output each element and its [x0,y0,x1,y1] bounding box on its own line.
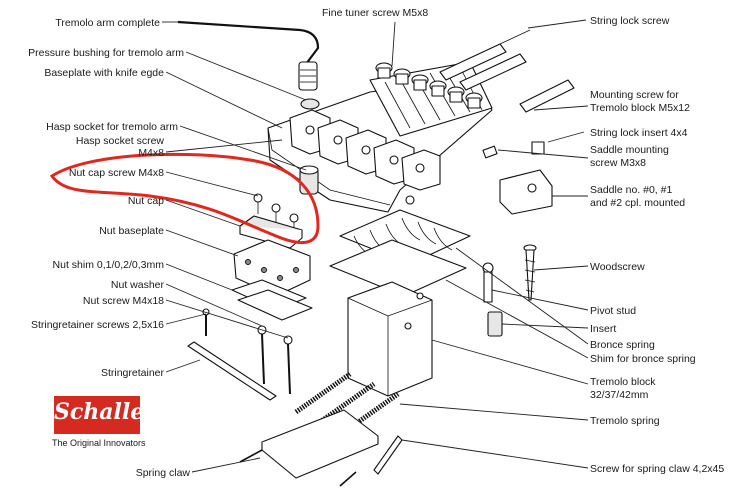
label-saddle-no-1: Saddle no. #0, #1 [590,184,672,196]
saddle-mounting-screw-part [482,145,498,159]
logo-tagline: The Original Innovators [52,438,146,448]
label-pivot-stud: Pivot stud [590,305,636,317]
label-mounting-screw-2: Tremolo block M5x12 [590,102,690,114]
insert-part [487,311,503,337]
label-nut-baseplate: Nut baseplate [99,225,164,237]
label-tremolo-spring: Tremolo spring [590,415,660,427]
label-pressure-bushing: Pressure bushing for tremolo arm [28,47,184,59]
nut-baseplate-part [233,239,311,297]
leader-lines [162,19,589,473]
shim-bronce-part [329,239,467,297]
label-nut-cap-screw: Nut cap screw M4x8 [69,167,164,179]
stringretainer-part [187,341,277,401]
string-lock-insert-part [531,141,545,155]
schaller-logo [54,396,140,434]
label-nut-shim: Nut shim 0,1/0,2/0,3mm [53,259,165,271]
label-spring-claw: Spring claw [136,467,191,479]
label-saddle-mounting-1: Saddle mounting [590,144,669,156]
label-screw-spring-claw: Screw for spring claw 4,2x45 [590,463,724,475]
woodscrew-part [523,244,537,301]
tremolo-arm [177,20,320,91]
label-insert: Insert [590,323,616,335]
label-fine-tuner-screw: Fine tuner screw M5x8 [322,7,428,19]
label-mounting-screw-1: Mounting screw for [590,89,679,101]
label-nut-screw: Nut screw M4x18 [83,295,164,307]
spring-claw-screw-part [373,435,403,475]
saddle-part [499,169,553,215]
label-nut-washer: Nut washer [111,279,165,291]
label-saddle-no-2: and #2 cpl. mounted [590,197,685,209]
highlight-outline [49,152,320,245]
string-lock-screws [439,29,575,113]
label-woodscrew: Woodscrew [590,261,645,273]
nut-cap-screws [253,193,299,232]
label-tremolo-block-1: Tremolo block [590,376,656,388]
label-baseplate: Baseplate with knife egde [44,67,164,79]
tremolo-block-part [347,281,433,397]
label-bronce-spring: Bronce spring [590,339,655,351]
label-shim-bronce: Shim for bronce spring [590,353,696,365]
label-stringretainer-screws: Stringretainer screws 2,5x16 [31,319,164,331]
logo-brand: Schaller [54,399,156,425]
label-tremolo-arm-complete: Tremolo arm complete [55,17,160,29]
left-labels: Tremolo arm complete Pressure bushing fo… [28,17,190,479]
label-string-lock-insert: String lock insert 4x4 [590,127,688,139]
label-saddle-mounting-2: screw M3x8 [590,157,646,169]
label-hasp-socket: Hasp socket for tremolo arm [46,121,178,133]
pressure-bushing-part [300,98,320,110]
label-stringretainer: Stringretainer [101,367,165,379]
label-hasp-socket-screw: Hasp socket screw [76,135,165,147]
label-hasp-socket-screw-size: M4x8 [138,147,164,159]
spring-claw-part [239,409,379,487]
label-string-lock-screw: String lock screw [590,15,670,27]
fine-tuner-screws [375,62,483,109]
label-tremolo-block-2: 32/37/42mm [590,389,649,401]
label-nut-cap: Nut cap [128,195,164,207]
nut-screws [257,325,293,395]
right-labels: Fine tuner screw M5x8 String lock screw … [322,7,724,475]
